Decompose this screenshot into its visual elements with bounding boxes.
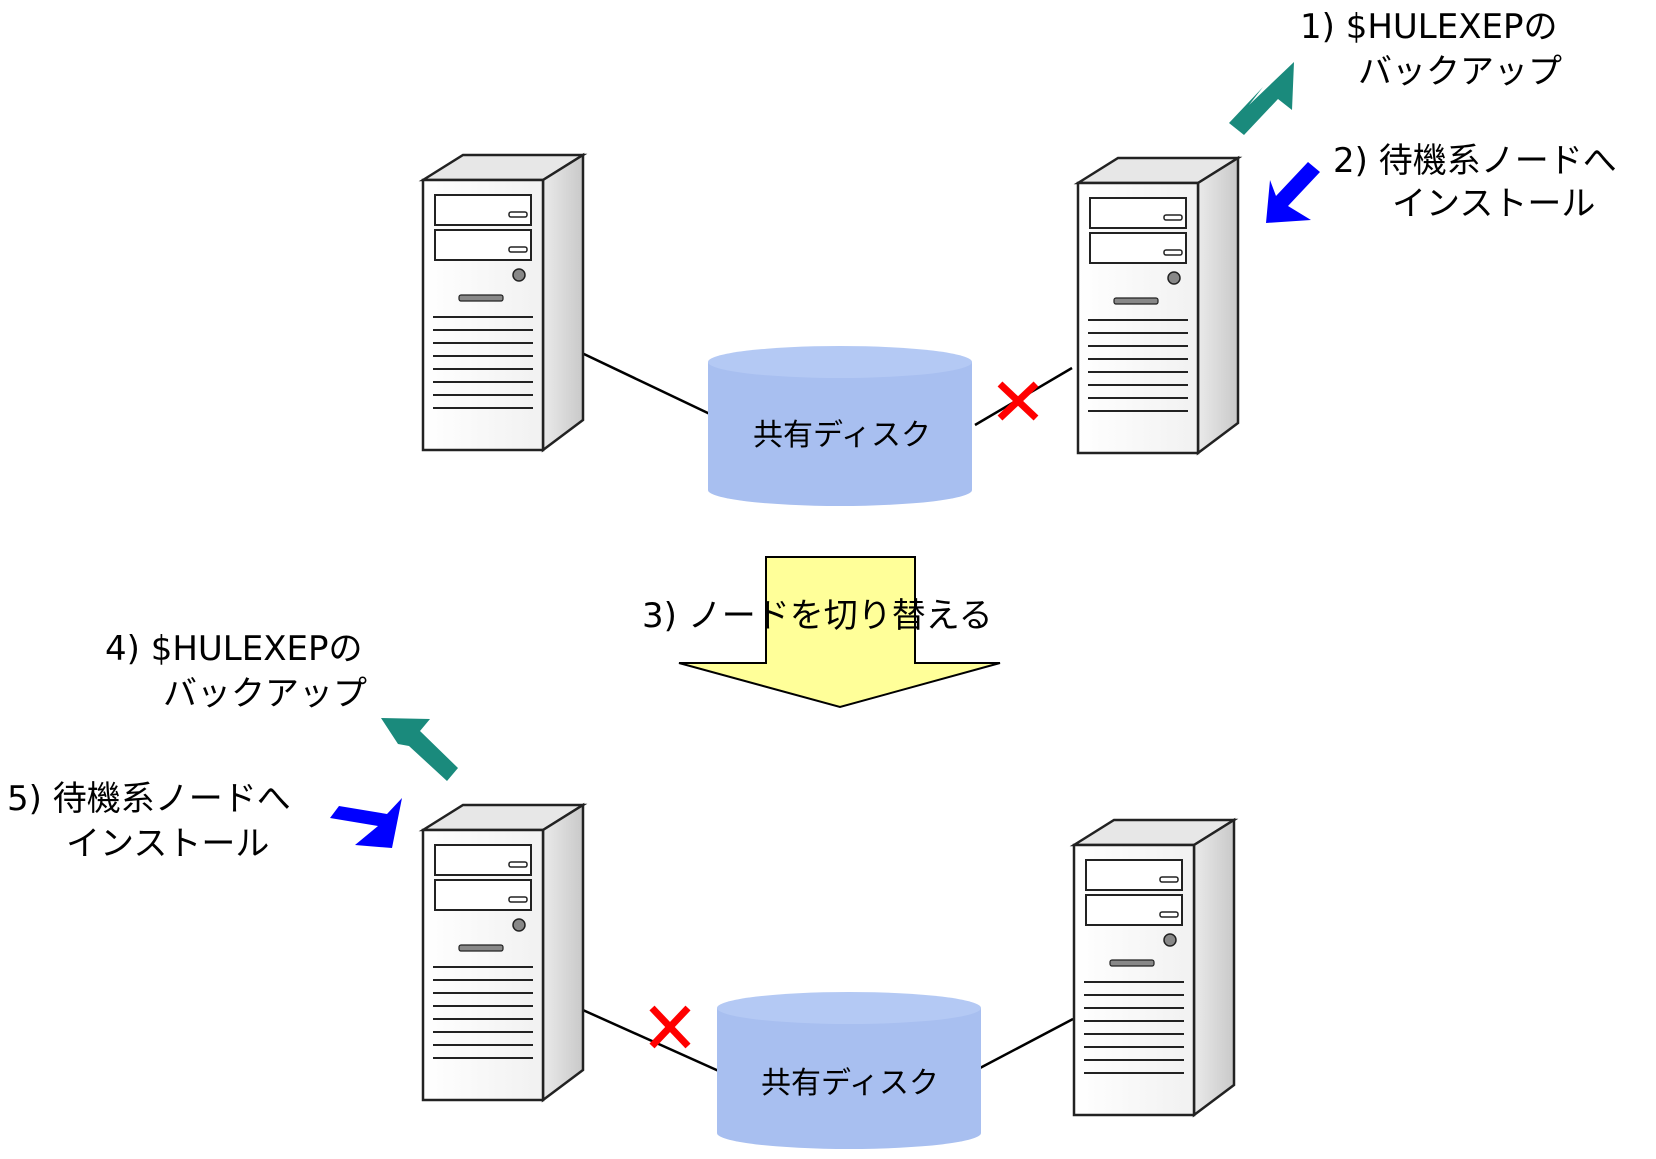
step5-label: 5) 待機系ノードへ <box>7 779 291 819</box>
disconnected-x-icon <box>997 381 1039 421</box>
step2-label-line2: インストール <box>1392 184 1595 224</box>
backup-arrow-icon <box>1229 62 1294 135</box>
step4-label-line2: バックアップ <box>163 674 367 714</box>
shared-disk-label: 共有ディスク <box>753 418 931 453</box>
step4-label: 4) $HULEXEPの <box>105 629 363 669</box>
server-icon <box>421 803 585 1102</box>
step1-label-line2: バックアップ <box>1358 52 1562 92</box>
install-arrow-icon <box>330 798 402 848</box>
step2-label: 2) 待機系ノードへ <box>1333 141 1617 181</box>
bottom-left-link <box>564 1000 722 1074</box>
server-icon <box>421 153 585 452</box>
install-arrow-icon <box>1266 162 1320 223</box>
step1-label: 1) $HULEXEPの <box>1300 7 1558 47</box>
step3-label: 3) ノードを切り替える <box>642 596 993 636</box>
step5-label-line2: インストール <box>66 824 269 864</box>
shared-disk-label: 共有ディスク <box>761 1066 939 1101</box>
bottom-section: 共有ディスク 4) $HULEXEPの バックアップ 5) 待機系ノードへ イン… <box>7 629 1236 1149</box>
switch-section: 3) ノードを切り替える <box>642 556 1001 709</box>
shared-disk-top: 共有ディスク <box>708 346 972 506</box>
top-section: 共有ディスク 1) $HULEXEPの バックアップ 2) 待機系ノードへ イン… <box>421 7 1617 506</box>
server-icon <box>1076 156 1240 455</box>
shared-disk-bottom: 共有ディスク <box>717 992 981 1149</box>
backup-arrow-icon <box>381 718 458 781</box>
switch-arrow-icon <box>678 556 1001 709</box>
top-left-link <box>564 343 713 417</box>
disconnected-x-icon <box>649 1005 691 1049</box>
bottom-right-link <box>979 1017 1074 1070</box>
server-icon <box>1072 818 1236 1117</box>
